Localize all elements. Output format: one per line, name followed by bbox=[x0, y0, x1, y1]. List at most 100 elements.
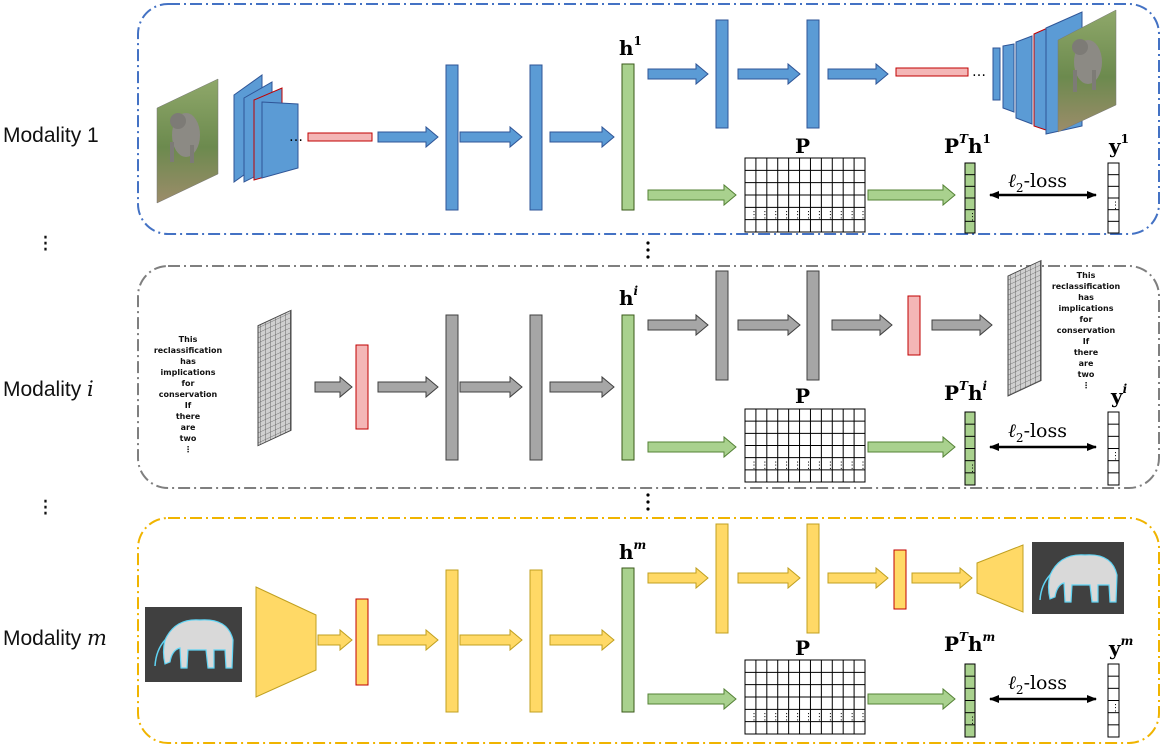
elephant-sketch-icon bbox=[145, 607, 242, 682]
label-vector-label: y1 bbox=[1109, 132, 1129, 158]
loss-arrows bbox=[989, 191, 1097, 703]
block-arrow bbox=[867, 183, 956, 207]
grid-dots: ⋮ bbox=[815, 713, 824, 723]
block-arrow bbox=[867, 435, 956, 459]
grid-dots: ⋮ bbox=[859, 461, 868, 471]
vertical-ellipsis: ··· bbox=[42, 226, 49, 263]
ellipsis-dot bbox=[646, 248, 650, 252]
label-vector-label: ym bbox=[1109, 634, 1134, 660]
hash-vector bbox=[621, 63, 635, 211]
block-arrow bbox=[317, 628, 353, 652]
block-arrow bbox=[911, 566, 973, 590]
projected-hash-label: PTh1 bbox=[944, 132, 991, 158]
hash-vector-label: hi bbox=[619, 284, 639, 310]
decoder-layer bbox=[806, 270, 820, 381]
text-word: for bbox=[1079, 315, 1093, 324]
grid-dots: ⋮ bbox=[848, 461, 857, 471]
encoder-trapezoid bbox=[255, 586, 317, 698]
ellipsis-dot bbox=[646, 493, 650, 497]
grid-dots: ⋮ bbox=[760, 461, 769, 471]
cell-dots: ⋮ bbox=[1111, 452, 1120, 462]
grid-dots: ⋮ bbox=[859, 211, 868, 221]
grid-dots: ⋮ bbox=[749, 713, 758, 723]
grid-dots: ⋮ bbox=[782, 713, 791, 723]
grid-dots: ⋮ bbox=[760, 211, 769, 221]
modality-i-label: Modality i bbox=[3, 377, 94, 401]
ellipsis-dots: … bbox=[289, 129, 303, 145]
grid-dots: ⋮ bbox=[760, 713, 769, 723]
text-word: has bbox=[1078, 293, 1094, 302]
projection-label: P bbox=[795, 134, 811, 158]
row3-arrows bbox=[317, 566, 973, 711]
code-bar bbox=[355, 598, 369, 686]
l2-loss-label: ℓ2-loss bbox=[1008, 170, 1067, 195]
label-vectors: ⋮⋮⋮ bbox=[1107, 162, 1120, 738]
grid-dots: ⋮ bbox=[771, 211, 780, 221]
elephant-photo-icon bbox=[1057, 9, 1117, 133]
label-vector-label: yi bbox=[1111, 382, 1128, 408]
modality-1-label: Modality 1 bbox=[3, 124, 99, 147]
block-arrow bbox=[459, 628, 523, 652]
fc-layer bbox=[445, 64, 459, 211]
grid-dots: ⋮ bbox=[848, 713, 857, 723]
text-word: two bbox=[179, 434, 197, 443]
decoder-trapezoid bbox=[976, 544, 1024, 613]
hash-vector-label: hm bbox=[619, 538, 647, 564]
block-arrow bbox=[831, 313, 893, 337]
block-arrow bbox=[647, 62, 709, 86]
grid-dots: ⋮ bbox=[782, 461, 791, 471]
text-word: are bbox=[180, 423, 196, 432]
projection-label: P bbox=[795, 384, 811, 408]
text-word: reclassification bbox=[1051, 282, 1121, 291]
row2-layers bbox=[445, 270, 820, 461]
code-bar bbox=[355, 344, 369, 430]
block-arrow bbox=[549, 125, 615, 149]
grid-dots: ⋮ bbox=[826, 713, 835, 723]
row1-arrows bbox=[377, 62, 956, 207]
cell-dots: ⋮ bbox=[968, 213, 977, 223]
elephant-photo-icon bbox=[156, 78, 219, 204]
fc-layer bbox=[529, 569, 543, 713]
elephant-sketch-icon bbox=[1032, 542, 1124, 614]
block-arrow bbox=[737, 566, 801, 590]
row2-arrows bbox=[314, 313, 993, 459]
grid-dots: ⋮ bbox=[793, 713, 802, 723]
block-arrow bbox=[827, 62, 889, 86]
block-arrow bbox=[647, 183, 737, 207]
cnn-feature-stack bbox=[233, 74, 299, 183]
text-word: for bbox=[181, 379, 195, 388]
ellipsis-dots: … bbox=[972, 64, 986, 80]
block-arrow bbox=[737, 62, 801, 86]
hash-vector bbox=[621, 567, 635, 713]
block-arrow bbox=[647, 313, 709, 337]
row1-layers bbox=[445, 19, 820, 211]
block-arrow bbox=[549, 628, 615, 652]
projected-hash-label: PThm bbox=[944, 630, 996, 656]
grid-dots: ⋮ bbox=[771, 461, 780, 471]
text-word: ⋮ bbox=[1082, 381, 1090, 390]
grid-dots: ⋮ bbox=[793, 211, 802, 221]
grid-dots: ⋮ bbox=[804, 713, 813, 723]
block-arrow bbox=[737, 313, 801, 337]
decoder-layer bbox=[715, 523, 729, 634]
block-arrow bbox=[647, 687, 737, 711]
grid-dots: ⋮ bbox=[826, 211, 835, 221]
grid-dots: ⋮ bbox=[782, 211, 791, 221]
l2-loss-label: ℓ2-loss bbox=[1008, 420, 1067, 445]
code-bar bbox=[907, 295, 921, 356]
block-arrow bbox=[647, 435, 737, 459]
block-arrow bbox=[827, 566, 889, 590]
projection-matrices: ⋮⋮⋮⋮⋮⋮⋮⋮⋮⋮⋮⋮⋮⋮⋮⋮⋮⋮⋮⋮⋮⋮⋮⋮⋮⋮⋮⋮⋮⋮⋮⋮⋮ bbox=[744, 157, 868, 735]
text-word: If bbox=[1082, 337, 1090, 346]
text-word: This bbox=[178, 335, 198, 344]
text-word: reclassification bbox=[153, 346, 223, 355]
hash-codes: ⋮⋮⋮ bbox=[964, 162, 977, 738]
modality-m-label: Modality m bbox=[3, 626, 107, 650]
grid-dots: ⋮ bbox=[815, 461, 824, 471]
block-arrow bbox=[931, 313, 993, 337]
text-word: there bbox=[1073, 348, 1099, 357]
cell-dots: ⋮ bbox=[1111, 201, 1120, 211]
grid-dots: ⋮ bbox=[749, 461, 758, 471]
text-word: ⋮ bbox=[184, 445, 192, 454]
